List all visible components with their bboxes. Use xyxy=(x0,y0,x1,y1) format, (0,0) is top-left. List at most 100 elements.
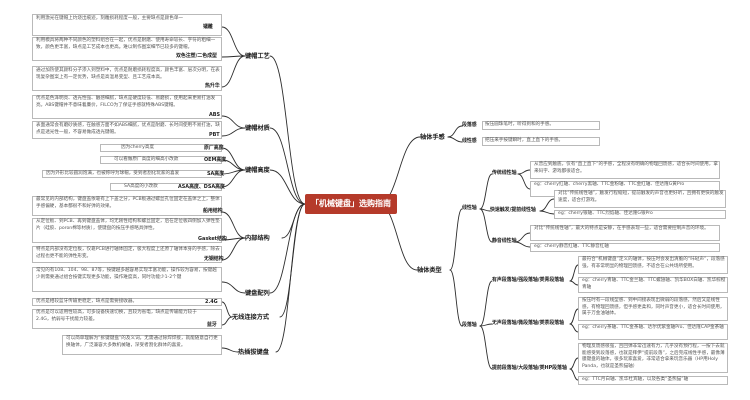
sub-topic[interactable]: ASA高度、DSA高度 xyxy=(178,184,225,190)
connector-line xyxy=(269,55,306,205)
main-topic-keycap-process[interactable]: 键帽工艺 xyxy=(245,53,270,60)
leaf-text: 把压来手按键瞬时，直上直下的手感。 xyxy=(485,138,564,143)
leaf-text: 物理反馈感很强，且回弹非常迅速有力，几乎没有预行程，一按下去就能感受到段落感，也… xyxy=(582,344,725,369)
leaf-box xyxy=(578,297,728,321)
leaf-text: eg：cherry静音红轴、TTC静音红轴 xyxy=(534,244,609,249)
connector-line xyxy=(514,232,531,243)
sub-topic[interactable]: 无声段落轴/微段落轴/类茶段落轴 xyxy=(492,320,565,326)
leaf-text: 从定位板、到PCB、再到键盘盖体，均无刚性结构和螺丝固定，后在定位板四侧加入弹性… xyxy=(36,219,220,231)
connector-line xyxy=(221,211,246,239)
connector-line xyxy=(447,125,463,138)
main-topic-wireless[interactable]: 无线连接方式 xyxy=(232,314,270,321)
connector-line xyxy=(221,55,246,58)
main-topic-hot-swap[interactable]: 热插拔键盘 xyxy=(238,349,269,356)
sub-topic[interactable]: 有声段落轴/强段落轴/类青段落轴 xyxy=(492,277,565,283)
connector-line xyxy=(221,115,246,129)
group-tactile[interactable]: 段落轴 xyxy=(462,322,477,328)
leaf-box xyxy=(530,225,720,241)
leaf-box xyxy=(32,298,222,306)
connector-line xyxy=(569,357,579,370)
leaf-box xyxy=(62,335,222,355)
leaf-text: 优点是色泽明亮、透光性强、触感细腻，缺点是硬度较低、易磨损，使用起来更易打油发亮… xyxy=(36,96,216,108)
connector-line xyxy=(569,323,579,333)
leaf-text: 优点是相较蓝牙传输更稳定，缺点是需要接收器。 xyxy=(36,299,138,304)
leaf-box xyxy=(32,218,222,243)
leaf-text: 常见的有108、104、98、87等，按键越多越容易实现丰富功能，操作较为容易，… xyxy=(36,268,217,280)
leaf-box xyxy=(110,183,222,191)
leaf-text: eg：cherry红轴、cherry黑轴、TTC金粉轴、TTC金红轴、佳达隆G黄… xyxy=(534,182,685,187)
leaf-text: 利用模具将两种不同颜色的塑料组合在一起，优点是耐磨、使用寿命较长、字符的粗细一致… xyxy=(36,38,216,50)
sub-topic[interactable]: PBT xyxy=(209,132,220,138)
leaf-box xyxy=(32,121,222,139)
sub-topic[interactable]: 段落感 xyxy=(462,122,477,128)
connector-line xyxy=(449,269,463,327)
leaf-box xyxy=(32,196,222,216)
sub-topic[interactable]: 镭雕 xyxy=(203,24,213,30)
connector-line xyxy=(514,241,531,248)
sub-topic[interactable]: 双色注塑/二色成型 xyxy=(176,53,217,59)
connector-line xyxy=(269,169,306,205)
leaf-box xyxy=(32,14,222,36)
main-topic-keycap-material[interactable]: 键帽材质 xyxy=(245,125,270,132)
main-topic-switch-feel[interactable]: 轴体手感 xyxy=(420,134,445,141)
sub-topic[interactable]: 原厂高度 xyxy=(204,145,224,151)
connector-line xyxy=(517,169,531,175)
connector-line xyxy=(269,203,306,294)
group-linear[interactable]: 线性轴 xyxy=(462,205,477,211)
leaf-text: 对比“传统线性轴”，最大的特点是安静，在手感表现一些，适合需要控制声音的环境。 xyxy=(534,226,709,231)
leaf-text: eg：cherry茶轴、TTC金茶轴、达尔优紫金轴Pro、佳达隆CAP金茶轴 xyxy=(582,325,724,330)
sub-topic[interactable]: 2.4G xyxy=(205,299,218,305)
leaf-box xyxy=(554,210,726,219)
leaf-box xyxy=(32,309,222,329)
leaf-box xyxy=(32,95,222,119)
connector-line xyxy=(569,308,579,325)
leaf-text: 最符合“机械键盘”定义的轴体，按压时会发出清脆的“咔哒声”，段落感强，有非常明显… xyxy=(582,257,725,269)
sub-topic[interactable]: SA高度 xyxy=(207,171,225,177)
sub-topic[interactable]: 无钢结构 xyxy=(204,256,224,262)
connector-line xyxy=(275,203,306,353)
sub-topic[interactable]: 蓝牙 xyxy=(207,322,217,328)
leaf-text: 按压圆珠笔时，听得到和的手感。 xyxy=(485,122,554,127)
sub-topic[interactable]: 快速触发/提前线性轴 xyxy=(490,207,536,213)
leaf-box xyxy=(554,190,726,208)
center-topic[interactable]: 「机械键盘」选购指南 xyxy=(305,194,397,214)
connector-line xyxy=(221,316,233,326)
sub-topic[interactable]: OEM高度 xyxy=(204,157,227,163)
leaf-box xyxy=(32,66,222,91)
leaf-box xyxy=(578,324,728,340)
leaf-text: 可以简单理解为“拆键键盘”的及义词，无需通过除焊焊接，就能随意自行更换轴体，广泛… xyxy=(66,336,218,348)
sub-topic[interactable]: ABS xyxy=(209,112,221,118)
sub-topic[interactable]: 静音线性轴 xyxy=(492,238,517,244)
connector-line xyxy=(221,281,246,294)
leaf-text: 对比“传统线性轴”，触发行程缩短，提前触发的声音也更好听，且拥有更快的触发速度，… xyxy=(558,191,724,203)
leaf-text: 优点是可以适用性较高，可多设备快速切换，且较为省电，缺点是传输能力较于2.4G，… xyxy=(36,310,197,322)
sub-topic[interactable]: Gasket结构 xyxy=(198,236,227,242)
leaf-box xyxy=(578,277,728,293)
leaf-text: 通过加热使其颜料分子渗入到塑料中，优点是耐磨损耗程度高，颜色丰富、层次分明，在表… xyxy=(36,68,220,80)
connector-line xyxy=(517,173,531,190)
leaf-text: 因为外形比较圆润饱满，也被称呼为球帽，受到者割化玩家的喜爱 xyxy=(46,171,180,176)
main-topic-layout[interactable]: 键盘配列 xyxy=(245,290,270,297)
leaf-box xyxy=(42,170,222,178)
leaf-box xyxy=(482,137,600,146)
leaf-text: eg：cherry银轴、TTC烈焰轴、佳达隆G银Pro xyxy=(558,211,653,216)
leaf-text: eg：TTC月白轴、凯华杜宾轴，以及各类“圣熊猫”轴 xyxy=(582,377,689,382)
sub-topic[interactable]: 热升华 xyxy=(205,83,220,89)
connector-line xyxy=(447,136,463,143)
sub-topic[interactable]: 传统线性轴 xyxy=(492,170,517,176)
connector-line xyxy=(221,55,246,88)
connector-line xyxy=(479,325,493,370)
connector-line xyxy=(479,280,493,327)
connector-line xyxy=(221,237,246,261)
sub-topic[interactable]: 提前段落轴/大段落轴/类HP段落轴 xyxy=(492,365,567,371)
sub-topic[interactable]: 船用结构 xyxy=(203,208,223,214)
main-topic-switch-type[interactable]: 轴体类型 xyxy=(417,267,442,274)
sub-topic[interactable]: 线性感 xyxy=(462,138,477,144)
leaf-text: 表面通常会有磨砂质感，在触感方面不如ABS细腻，优点是耐磨、长时间使用不易打油，… xyxy=(36,123,220,135)
main-topic-internal-structure[interactable]: 内部结构 xyxy=(245,235,270,242)
leaf-text: 从普应到触底，仅有“直上直下”的手感，全程没有明确的物理回馈感，适合长时间使用，… xyxy=(534,162,718,174)
leaf-box xyxy=(578,343,728,373)
leaf-box xyxy=(100,156,222,164)
main-topic-keycap-height[interactable]: 键帽高度 xyxy=(245,167,270,174)
